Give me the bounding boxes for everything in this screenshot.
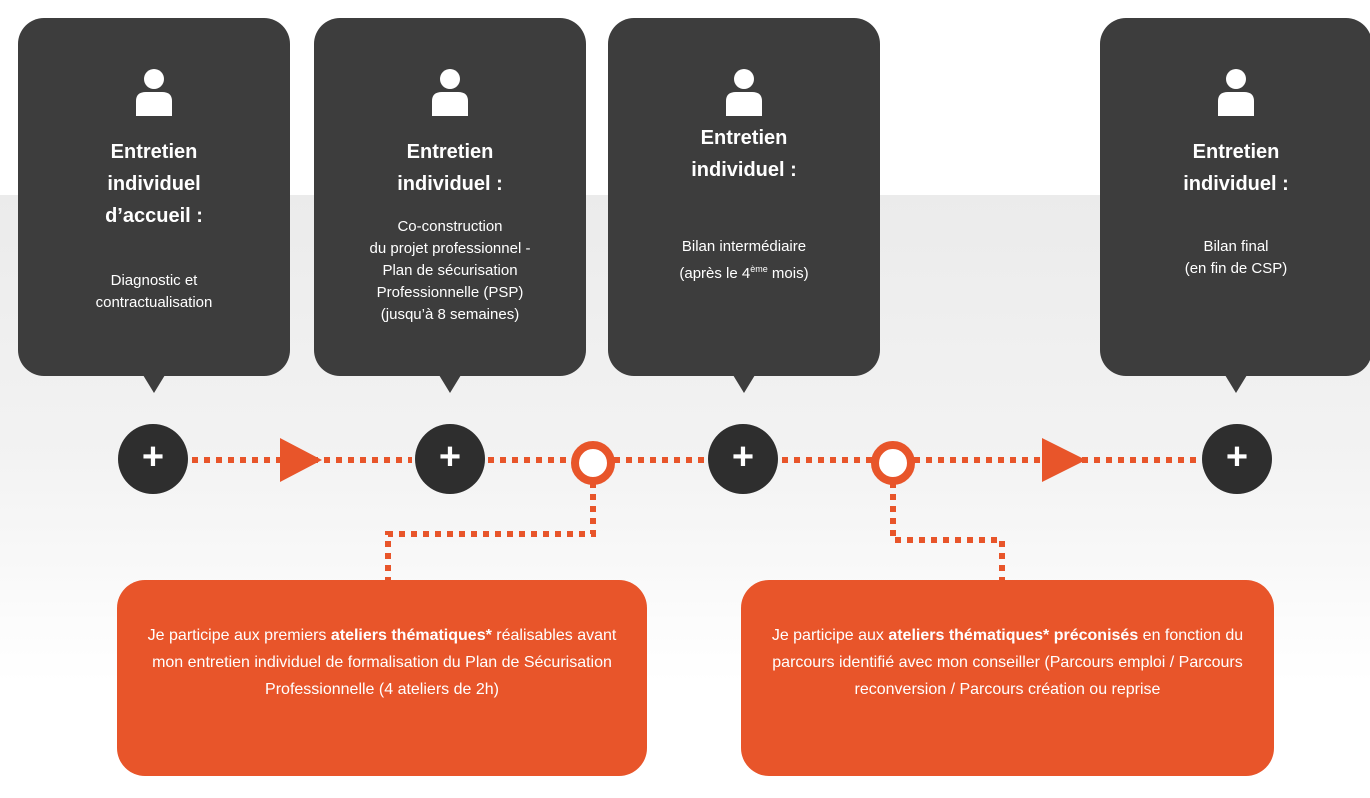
- plus-icon[interactable]: +: [415, 424, 485, 494]
- workshop-text: en fonction du parcours identifié avec m…: [772, 627, 1244, 698]
- step-title: Entretien individuel :: [397, 141, 503, 195]
- card-pointer: [143, 375, 165, 393]
- step-card-3: Entretien individuel : Bilan intermédiai…: [608, 18, 880, 393]
- connector-left: [385, 482, 596, 580]
- workshop-text: Je participe aux: [771, 627, 889, 644]
- person-icon: [136, 69, 172, 116]
- step-card-2: Entretien individuel : Co-construction d…: [314, 18, 586, 393]
- step-description: Bilan final (en fin de CSP): [1184, 238, 1288, 277]
- workshop-text: Je participe aux premiers: [147, 627, 331, 644]
- step-description: Co-construction du projet professionnel …: [369, 218, 531, 323]
- workshop-text: réalisables avant mon entretien individu…: [152, 627, 617, 698]
- milestone-ring-icon: [571, 441, 615, 485]
- step-card-4: Entretien individuel : Bilan final (en f…: [1100, 18, 1370, 393]
- step-description: Bilan intermédiaire (après le 4ème mois): [679, 238, 809, 282]
- step-title: Entretien individuel :: [1183, 141, 1289, 195]
- person-icon: [432, 69, 468, 116]
- step-description: Diagnostic et contractualisation: [95, 272, 213, 311]
- connector-right: [890, 482, 1005, 580]
- person-icon: [1218, 69, 1254, 116]
- step-title: Entretien individuel :: [691, 127, 797, 181]
- card-pointer: [439, 375, 461, 393]
- arrow-icon: [280, 438, 322, 482]
- arrow-icon: [1042, 438, 1086, 482]
- plus-icon[interactable]: +: [1202, 424, 1272, 494]
- plus-icon[interactable]: +: [708, 424, 778, 494]
- milestone-ring-icon: [871, 441, 915, 485]
- card-pointer: [733, 375, 755, 393]
- person-icon: [726, 69, 762, 116]
- step-card-1: Entretien individuel d’accueil : Diagnos…: [18, 18, 290, 393]
- step-title: Entretien individuel d’accueil :: [105, 141, 203, 227]
- workshop-box-2: Je participe aux ateliers thématiques* p…: [741, 580, 1274, 776]
- workshop-box-1: Je participe aux premiers ateliers théma…: [117, 580, 647, 776]
- workshop-emphasis: ateliers thématiques*: [330, 627, 492, 644]
- plus-icon[interactable]: +: [118, 424, 188, 494]
- workshop-emphasis: ateliers thématiques* préconisés: [888, 627, 1139, 644]
- card-pointer: [1225, 375, 1247, 393]
